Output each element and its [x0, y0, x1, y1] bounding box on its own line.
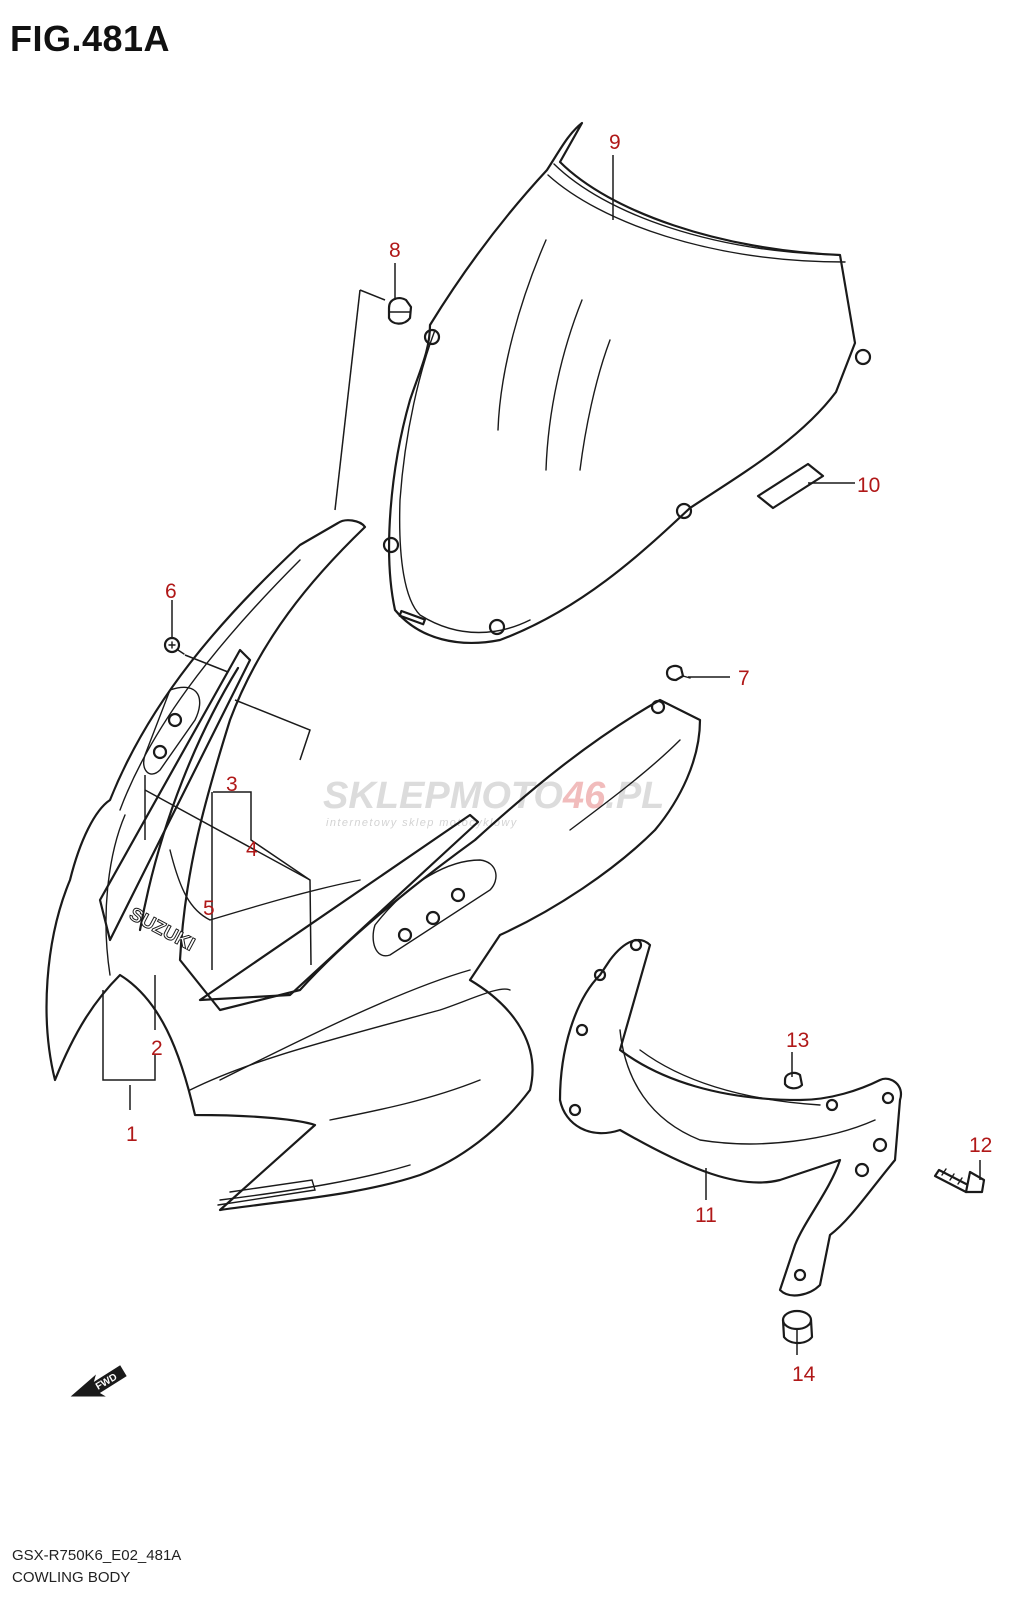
- callout-9: 9: [609, 131, 621, 154]
- callout-2: 2: [151, 1037, 163, 1060]
- callout-4: 4: [246, 838, 258, 861]
- callouts: 1 2 3 4 5 6 7 8 9 10 11 12 13 14: [126, 131, 992, 1386]
- rubber-grommet-part-14[interactable]: [781, 1309, 814, 1345]
- screw-part-6[interactable]: [163, 636, 185, 655]
- fwd-arrow-icon: FWD: [70, 1365, 127, 1397]
- washer-part-13[interactable]: [783, 1071, 804, 1090]
- watermark: SKLEPMOTO46.PL internetowy sklep motocyk…: [323, 775, 664, 829]
- callout-3: 3: [226, 773, 238, 796]
- cowling-bracket-part[interactable]: [558, 938, 903, 1297]
- suzuki-logo-decal: SUZUKI: [126, 904, 198, 956]
- callout-8: 8: [389, 239, 401, 262]
- callout-12: 12: [969, 1134, 992, 1157]
- callout-6: 6: [165, 580, 177, 603]
- callout-13: 13: [786, 1029, 809, 1052]
- bolt-part-12[interactable]: [933, 1168, 986, 1194]
- screw-part-7[interactable]: [665, 664, 691, 682]
- watermark-tagline: internetowy sklep motocyklowy: [326, 817, 518, 829]
- figure-title: FIG.481A: [10, 18, 171, 59]
- tape-strip-part[interactable]: [756, 462, 825, 510]
- callout-1: 1: [126, 1123, 138, 1146]
- watermark-brand: SKLEPMOTO46.PL: [323, 775, 664, 817]
- callout-10: 10: [857, 474, 880, 497]
- callout-14: 14: [792, 1363, 816, 1386]
- upper-cowling-part[interactable]: [45, 519, 702, 1212]
- leader-lines: [102, 155, 981, 1355]
- grommet-part-8[interactable]: [387, 297, 413, 325]
- callout-5: 5: [203, 897, 215, 920]
- callout-7: 7: [738, 667, 750, 690]
- callout-11: 11: [695, 1204, 717, 1227]
- footer-name: COWLING BODY: [12, 1569, 131, 1586]
- windscreen-part[interactable]: [382, 121, 872, 644]
- footer-code: GSX-R750K6_E02_481A: [12, 1547, 182, 1564]
- fwd-label: FWD: [94, 1372, 119, 1393]
